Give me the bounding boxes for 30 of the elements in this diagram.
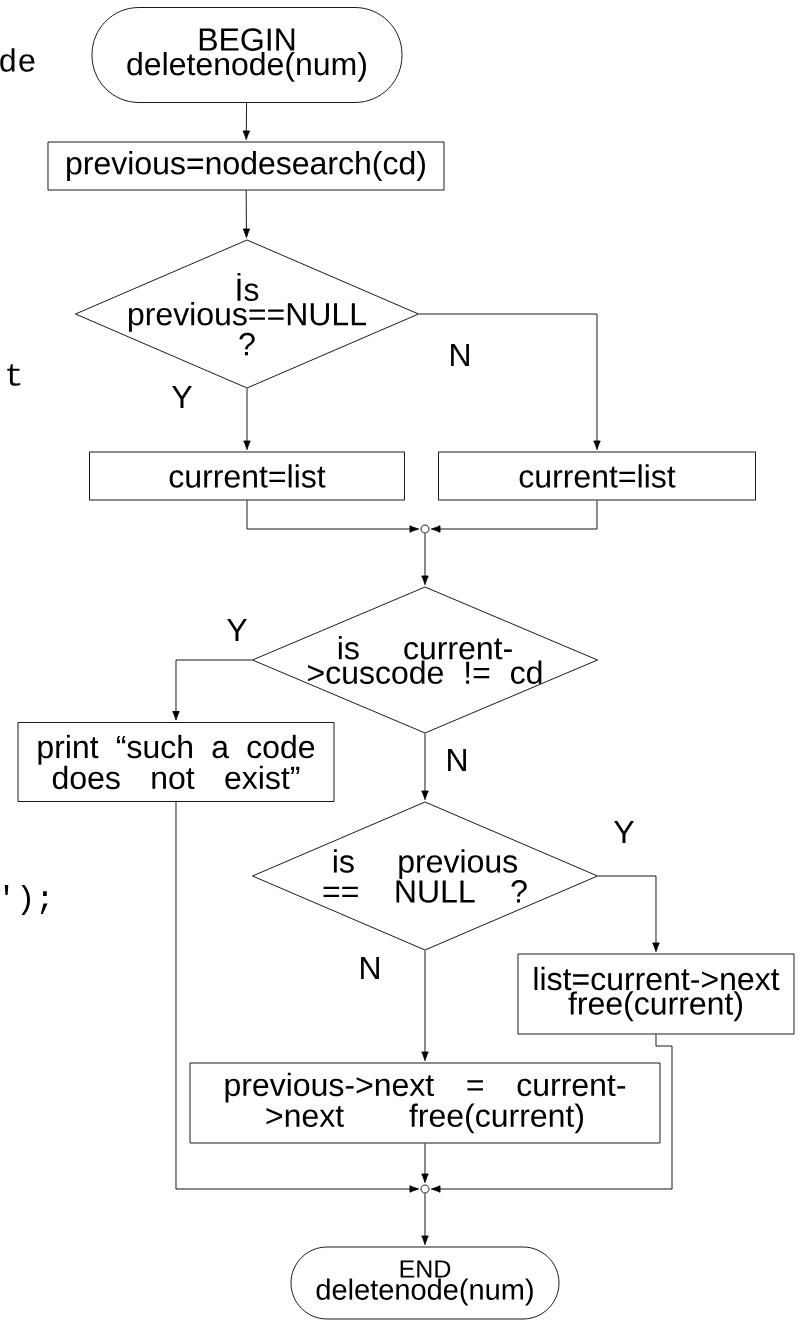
arrow [172,659,253,721]
arrow [421,1143,429,1184]
process-box: current=list [89,451,405,501]
edge-label: N [361,957,379,979]
arrow [430,500,598,533]
edge-label: Y [614,821,634,843]
arrow [421,950,429,1062]
edge-label: N [451,344,469,366]
arrow [242,190,251,239]
code-fragment: '); [4,885,48,915]
process-box: previous=nodesearch(cd) [47,141,445,191]
edge-label: Y [227,619,247,641]
code-fragment: t [7,364,21,386]
arrow [175,801,420,1193]
arrow [421,1193,429,1246]
process-box: current=list [438,451,756,501]
process-box: print “such a code does not exist” [17,722,335,802]
arrow [242,102,250,141]
edge-label: Y [172,386,192,408]
arrow [246,500,420,533]
process-box: previous->next = current->next free(current) [189,1062,661,1144]
arrow [418,313,601,451]
arrow [421,533,429,586]
process-box: list=current->next free(current) [517,953,795,1035]
arrow [243,388,251,451]
arrow [421,733,429,801]
arrow [430,1034,673,1193]
arrow [597,875,660,953]
edge-label: N [448,749,466,771]
code-fragment: de [0,48,35,72]
